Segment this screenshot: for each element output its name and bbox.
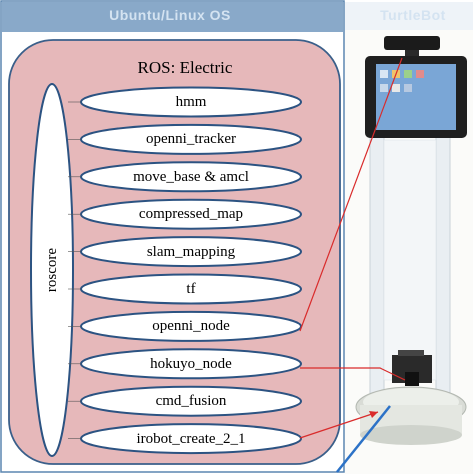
- node-label-openni-node: openni_node: [152, 318, 230, 335]
- connector-hokuyo: [300, 367, 406, 381]
- os-header-bar: [2, 2, 343, 32]
- os-panel-title: Ubuntu/Linux OS: [109, 7, 231, 23]
- hokuyo-sensor: [405, 372, 419, 386]
- connector-openni-kinect: [299, 57, 403, 332]
- connector-irobot-arrowhead: [369, 411, 378, 418]
- node-label-hokuyo-node: hokuyo_node: [150, 355, 232, 372]
- node-label-irobot-create-2-1: irobot_create_2_1: [136, 430, 246, 447]
- node-label-tf: tf: [186, 281, 196, 297]
- node-label-slam-mapping: slam_mapping: [146, 243, 236, 260]
- robot-panel-title: TurtleBot: [380, 7, 446, 23]
- kinect-sensor: [384, 36, 440, 50]
- roscore-label: roscore: [44, 247, 60, 293]
- node-label-hmm: hmm: [175, 94, 207, 110]
- photo-header-bar: [345, 2, 473, 30]
- node-label-compressed-map: compressed_map: [138, 206, 244, 223]
- blue-cable: [336, 405, 391, 473]
- node-label-cmd-fusion: cmd_fusion: [155, 393, 227, 410]
- node-label-openni-tracker: openni_tracker: [146, 131, 236, 148]
- ros-region-title: ROS: Electric: [137, 58, 233, 77]
- roscore-ellipse: [30, 83, 74, 457]
- connector-irobot-base: [299, 411, 379, 439]
- node-label-move-base-amcl: move_base & amcl: [133, 168, 249, 185]
